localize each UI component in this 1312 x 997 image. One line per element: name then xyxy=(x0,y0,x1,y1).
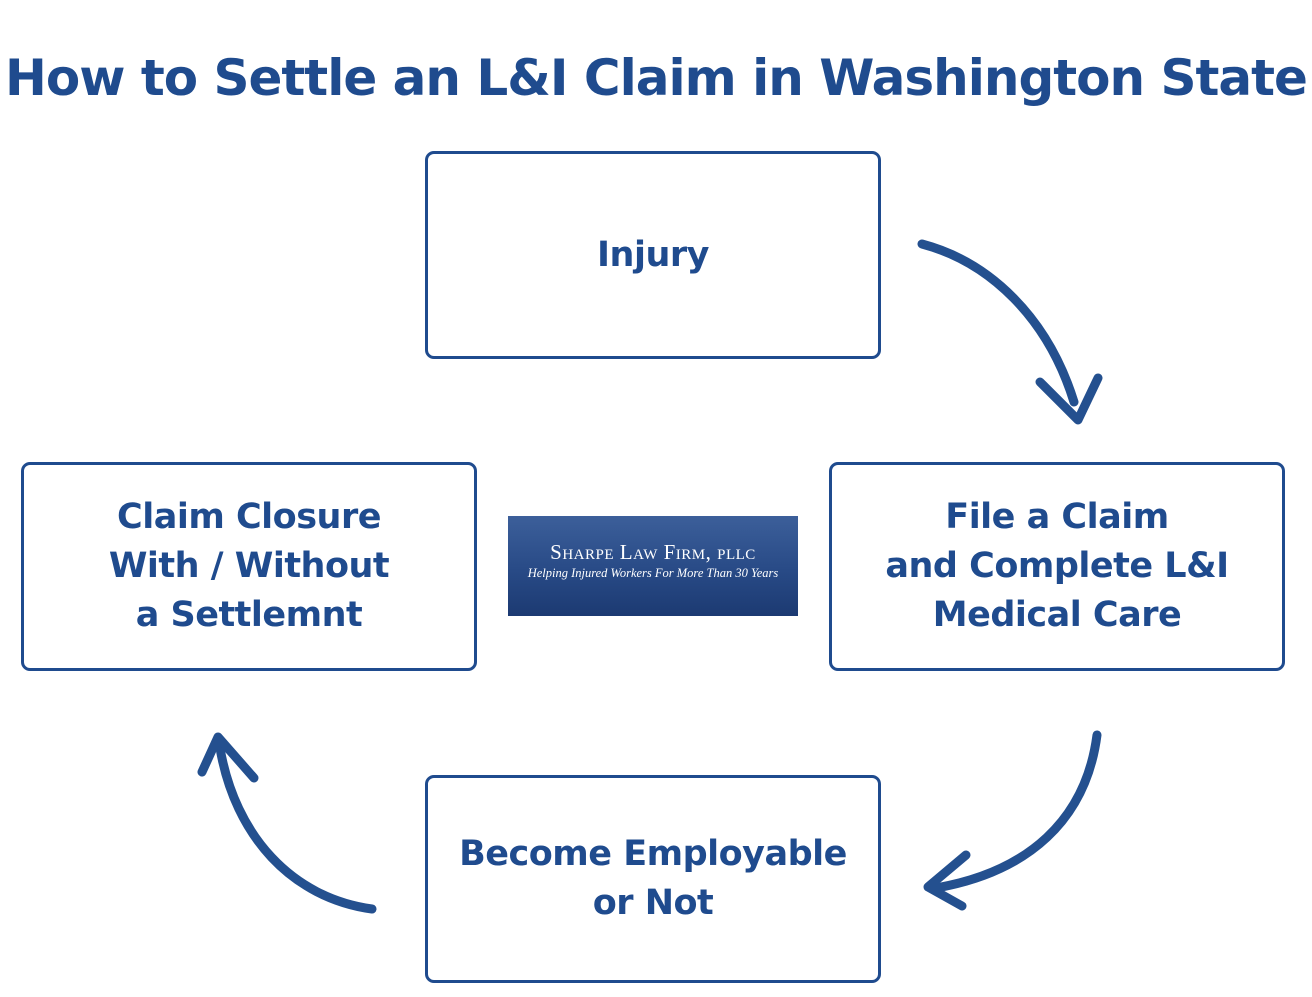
step-employable-line: or Not xyxy=(592,883,714,923)
law-firm-logo: Sharpe Law Firm, pllc Helping Injured Wo… xyxy=(508,516,798,616)
logo-firm-name: Sharpe Law Firm, pllc xyxy=(550,540,756,564)
step-file-claim-line: File a Claim xyxy=(945,497,1169,537)
step-closure-line: a Settlemnt xyxy=(135,595,363,635)
step-file-claim-line: Medical Care xyxy=(932,595,1182,635)
arrow-injury-to-file-icon xyxy=(917,239,1103,425)
logo-tagline: Helping Injured Workers For More Than 30… xyxy=(527,566,779,580)
step-file-claim-text: File a Claim and Complete L&I Medical Ca… xyxy=(885,493,1229,640)
step-closure-line: Claim Closure xyxy=(117,497,381,537)
step-employable-box: Become Employable or Not xyxy=(425,775,881,983)
step-employable-text: Become Employable or Not xyxy=(459,830,847,928)
step-injury-box: Injury xyxy=(425,151,881,359)
diagram-title: How to Settle an L&I Claim in Washington… xyxy=(5,49,1308,107)
arrow-file-to-employ-icon xyxy=(923,730,1102,911)
step-injury-line: Injury xyxy=(597,234,709,275)
arrow-employ-to-closure-icon xyxy=(197,732,377,914)
step-file-claim-box: File a Claim and Complete L&I Medical Ca… xyxy=(829,462,1285,671)
step-file-claim-line: and Complete L&I xyxy=(885,546,1229,586)
step-employable-line: Become Employable xyxy=(459,834,847,874)
step-closure-line: With / Without xyxy=(108,546,390,586)
step-closure-box: Claim Closure With / Without a Settlemnt xyxy=(21,462,477,671)
step-closure-text: Claim Closure With / Without a Settlemnt xyxy=(108,493,390,640)
step-injury-text: Injury xyxy=(597,231,709,280)
